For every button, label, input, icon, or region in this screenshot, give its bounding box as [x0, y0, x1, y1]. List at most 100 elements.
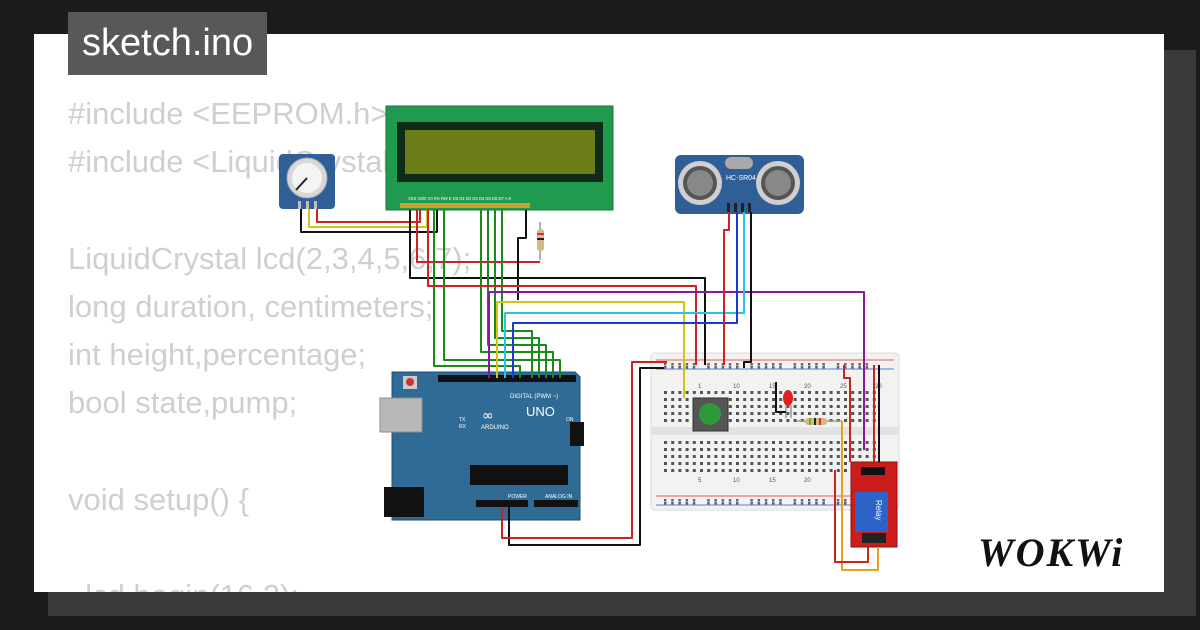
breadboard-hole: [822, 462, 826, 465]
breadboard-rail-hole: [815, 363, 818, 366]
arduino-infinity-icon: ∞: [482, 408, 494, 424]
wire-red: [427, 210, 697, 365]
breadboard-hole: [707, 391, 711, 394]
arduino-power-label: POWER: [508, 494, 527, 500]
breadboard-hole: [851, 455, 855, 458]
breadboard-hole: [685, 419, 689, 422]
wire-green: [433, 210, 521, 378]
breadboard-hole: [671, 455, 675, 458]
relay-module[interactable]: Relay: [850, 461, 898, 548]
breadboard-hole: [865, 455, 869, 458]
breadboard-hole: [779, 412, 783, 415]
breadboard-hole: [858, 405, 862, 408]
breadboard-hole: [808, 398, 811, 401]
breadboard-hole: [772, 405, 775, 408]
breadboard-hole: [757, 391, 761, 394]
breadboard-hole: [844, 462, 847, 465]
breadboard-rail-hole: [664, 363, 667, 366]
breadboard-hole: [829, 412, 833, 415]
breadboard-hole: [685, 462, 689, 465]
file-name-badge[interactable]: sketch.ino: [68, 12, 268, 75]
breadboard-hole: [793, 455, 797, 458]
breadboard-rail-hole: [721, 502, 725, 505]
breadboard-hole: [844, 405, 847, 408]
potentiometer[interactable]: [279, 154, 335, 209]
breadboard-hole: [836, 448, 840, 451]
breadboard-rail-hole: [800, 502, 804, 505]
breadboard-hole: [736, 462, 739, 465]
breadboard-hole: [836, 462, 840, 465]
breadboard-hole: [800, 412, 804, 415]
breadboard-hole: [721, 441, 725, 444]
breadboard-hole: [822, 455, 826, 458]
breadboard-hole: [764, 462, 768, 465]
arduino-uno[interactable]: DIGITAL (PWM ~) UNO ARDUINO ∞ ON TX RX P…: [379, 371, 584, 521]
breadboard-rail-hole: [851, 366, 854, 369]
breadboard-hole: [844, 412, 847, 415]
breadboard-hole: [793, 412, 797, 415]
breadboard-hole: [808, 448, 811, 451]
breadboard-rail-hole: [664, 502, 667, 505]
wire-black: [508, 367, 664, 546]
wire-red: [316, 209, 421, 223]
breadboard-rail-hole: [685, 366, 689, 369]
breadboard-hole: [678, 448, 682, 451]
breadboard-rail-hole: [671, 499, 674, 502]
breadboard-hole: [865, 412, 869, 415]
breadboard-hole: [750, 398, 754, 401]
breadboard-hole: [750, 469, 754, 472]
breadboard-hole: [800, 469, 804, 472]
breadboard-hole: [728, 405, 732, 408]
breadboard-hole: [808, 462, 811, 465]
breadboard-hole: [728, 412, 732, 415]
breadboard-hole: [851, 419, 855, 422]
breadboard-hole: [793, 419, 797, 422]
wire-yellow: [496, 301, 685, 398]
breadboard-hole: [692, 391, 696, 394]
breadboard-hole: [793, 405, 797, 408]
breadboard-hole: [721, 448, 725, 451]
breadboard-hole: [829, 441, 833, 444]
wire-black: [743, 212, 752, 368]
breadboard-hole: [779, 455, 783, 458]
breadboard-hole: [714, 469, 718, 472]
breadboard-hole: [822, 391, 826, 394]
code-line: long duration, centimeters;: [68, 288, 434, 324]
breadboard-hole: [786, 462, 790, 465]
breadboard-hole: [728, 469, 732, 472]
breadboard-rail-hole: [757, 363, 761, 366]
breadboard-hole: [728, 391, 732, 394]
lcd-module[interactable]: VSS VDD V0 RS RW E D0 D1 D2 D3 D4 D5 D6 …: [385, 105, 614, 211]
breadboard-hole: [822, 412, 826, 415]
breadboard-hole: [700, 462, 703, 465]
breadboard-hole: [757, 412, 761, 415]
breadboard-hole: [664, 412, 667, 415]
breadboard-hole: [808, 391, 811, 394]
breadboard-hole: [865, 398, 869, 401]
breadboard-hole: [707, 455, 711, 458]
breadboard-hole: [671, 391, 675, 394]
breadboard-hole: [664, 462, 667, 465]
breadboard-hole: [714, 455, 718, 458]
breadboard-hole: [779, 419, 783, 422]
breadboard-rail-hole: [793, 502, 797, 505]
breadboard-hole: [743, 441, 747, 444]
breadboard-hole: [786, 455, 790, 458]
breadboard-hole: [750, 405, 754, 408]
breadboard-hole: [858, 398, 862, 401]
push-button[interactable]: [692, 397, 729, 432]
wire-black: [775, 382, 786, 413]
ultrasonic-sensor[interactable]: HC-SR04: [675, 155, 804, 214]
breadboard-hole: [793, 398, 797, 401]
breadboard-hole: [736, 469, 739, 472]
arduino-rx-label: RX: [459, 424, 467, 430]
breadboard-hole: [808, 405, 811, 408]
breadboard-hole: [743, 462, 747, 465]
breadboard-hole: [664, 441, 667, 444]
wire-black: [409, 210, 706, 365]
breadboard-hole: [671, 462, 675, 465]
breadboard-hole: [757, 398, 761, 401]
breadboard-hole: [721, 391, 725, 394]
wire-red: [723, 212, 730, 365]
breadboard-hole: [714, 462, 718, 465]
